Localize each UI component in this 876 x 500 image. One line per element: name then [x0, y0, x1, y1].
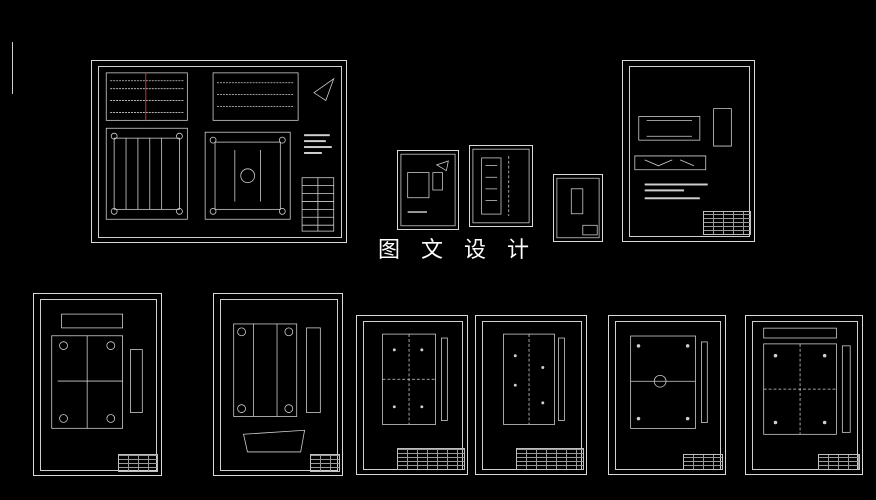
watermark-label: 图 文 设 计 — [378, 238, 536, 263]
part-drawing-bottom-2[interactable] — [213, 293, 343, 476]
small-detail-drawing-1[interactable] — [397, 150, 459, 230]
part-views-bottom-1 — [51, 313, 143, 429]
assembly-views — [105, 72, 335, 232]
plate-views-bottom-5 — [630, 335, 708, 429]
mold-assembly-drawing[interactable] — [91, 60, 347, 243]
part-views-top-right — [634, 108, 732, 200]
title-block — [683, 454, 723, 470]
plate-views-bottom-3 — [382, 333, 448, 425]
plate-drawing-bottom-5[interactable] — [608, 315, 726, 475]
title-block — [818, 454, 860, 470]
part-views-bottom-2 — [233, 323, 321, 453]
plate-views-bottom-4 — [503, 333, 565, 425]
title-block — [703, 211, 751, 235]
small-detail-drawing-3[interactable] — [553, 174, 603, 242]
title-block — [118, 454, 158, 472]
plate-views-bottom-6 — [763, 327, 851, 435]
part-drawing-top-right[interactable] — [622, 60, 755, 242]
title-block — [516, 448, 584, 470]
detail-views-3 — [556, 177, 600, 239]
cad-viewport-edge — [12, 42, 13, 94]
title-block — [310, 454, 340, 472]
detail-views-2 — [472, 148, 530, 224]
detail-views-1 — [400, 153, 456, 227]
small-detail-drawing-2[interactable] — [469, 145, 533, 227]
title-block — [397, 448, 465, 470]
plate-drawing-bottom-3[interactable] — [356, 315, 468, 475]
plate-drawing-bottom-4[interactable] — [475, 315, 587, 475]
part-drawing-bottom-1[interactable] — [33, 293, 162, 476]
plate-drawing-bottom-6[interactable] — [745, 315, 863, 475]
